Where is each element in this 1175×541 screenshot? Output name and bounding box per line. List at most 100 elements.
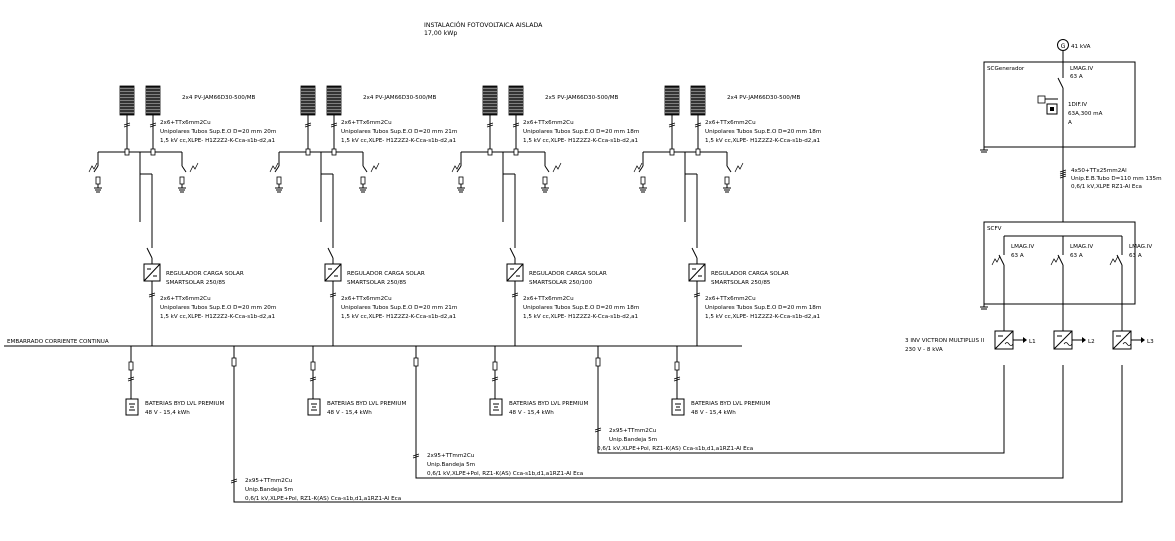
- scfv-panel: SCFV LMAG.IV 63 A LMAG.IV 63 A LMAG.IV: [980, 221, 1152, 331]
- regulator-cable-spec: 2x6+TTx6mm2Cu: [705, 296, 756, 302]
- generator-symbol: G: [1061, 43, 1066, 50]
- feeder-cable-spec: 2x95+TTmm2Cu: [245, 478, 293, 484]
- battery-bank-4: BATERIAS BYD LVL PREMIUM 48 V - 15,4 kWh: [671, 345, 770, 416]
- pv-string-3: 2x5 PV-JAM66D30-500/MB 2x6+TTx6mm2Cu Uni…: [451, 85, 639, 347]
- battery-label: BATERIAS BYD LVL PREMIUM: [691, 401, 770, 407]
- battery-label: BATERIAS BYD LVL PREMIUM: [509, 401, 588, 407]
- pv-cable-spec: 1,5 kV cc,XLPE- H1Z2Z2-K-Cca-s1b-d2,a1: [341, 138, 457, 144]
- pv-panel-label: 2x4 PV-JAM66D30-500/MB: [182, 95, 256, 101]
- regulator-model: SMARTSOLAR 250/85: [166, 280, 226, 286]
- phase-label: L1: [1029, 339, 1036, 345]
- feeder-cable-spec: Unip.Bandeja 5m: [427, 462, 475, 468]
- regulator-label: REGULADOR CARGA SOLAR: [529, 271, 607, 277]
- regulator-label: REGULADOR CARGA SOLAR: [711, 271, 789, 277]
- feeder-cable-spec: 0,6/1 kV,XLPE+Pol, RZ1-K(AS) Cca-s1b,d1,…: [597, 446, 753, 452]
- regulator-model: SMARTSOLAR 250/85: [347, 280, 407, 286]
- pv-panel-label: 2x4 PV-JAM66D30-500/MB: [727, 95, 801, 101]
- pv-cable-spec: 1,5 kV cc,XLPE- H1Z2Z2-K-Cca-s1b-d2,a1: [705, 138, 821, 144]
- feeder-l3: 2x95+TTmm2Cu Unip.Bandeja 5m 0,6/1 kV,XL…: [230, 346, 1123, 503]
- diagram-title: INSTALACIÓN FOTOVOLTAICA AISLADA: [424, 20, 543, 29]
- pv-cable-spec: 2x6+TTx6mm2Cu: [523, 120, 574, 126]
- battery-label: BATERIAS BYD LVL PREMIUM: [327, 401, 406, 407]
- scfv-breaker-l3: LMAG.IV 63 A: [1109, 236, 1152, 331]
- breaker-label: LMAG.IV: [1011, 244, 1034, 250]
- battery-bank-1: BATERIAS BYD LVL PREMIUM 48 V - 15,4 kWh: [125, 345, 224, 416]
- battery-bank-2: BATERIAS BYD LVL PREMIUM 48 V - 15,4 kWh: [307, 345, 406, 416]
- scfv-breaker-l1: LMAG.IV 63 A: [991, 236, 1034, 331]
- regulator-cable-spec: Unipolares Tubos Sup.E.O D=20 mm 18m: [705, 305, 821, 311]
- generator-rating: 41 kVA: [1071, 44, 1091, 50]
- battery-rating: 48 V - 15,4 kWh: [327, 410, 372, 416]
- pv-panel-label: 2x5 PV-JAM66D30-500/MB: [545, 95, 619, 101]
- regulator-label: REGULADOR CARGA SOLAR: [347, 271, 425, 277]
- regulator-cable-spec: 2x6+TTx6mm2Cu: [341, 296, 392, 302]
- phase-label: L2: [1088, 339, 1095, 345]
- battery-label: BATERIAS BYD LVL PREMIUM: [145, 401, 224, 407]
- pv-cable-spec: 1,5 kV cc,XLPE- H1Z2Z2-K-Cca-s1b-d2,a1: [160, 138, 276, 144]
- pv-string-2: 2x4 PV-JAM66D30-500/MB 2x6+TTx6mm2Cu Uni…: [269, 85, 457, 347]
- regulator-label: REGULADOR CARGA SOLAR: [166, 271, 244, 277]
- feeder-l1: 2x95+TTmm2Cu Unip.Bandeja 5m 0,6/1 kV,XL…: [594, 346, 1005, 454]
- battery-rating: 48 V - 15,4 kWh: [509, 410, 554, 416]
- pv-cable-spec: Unipolares Tubos Sup.E.O D=20 mm 18m: [523, 129, 639, 135]
- regulator-cable-spec: 1,5 kV cc,XLPE- H1Z2Z2-K-Cca-s1b-d2,a1: [523, 314, 639, 320]
- regulator-cable-spec: Unipolares Tubos Sup.E.O D=20 mm 21m: [341, 305, 457, 311]
- pv-cable-spec: 1,5 kV cc,XLPE- H1Z2Z2-K-Cca-s1b-d2,a1: [523, 138, 639, 144]
- feeder-cable-spec: 0,6/1 kV,XLPE+Pol, RZ1-K(AS) Cca-s1b,d1,…: [245, 496, 401, 502]
- feeder-cable-spec: Unip.Bandeja 5m: [245, 487, 293, 493]
- differential-class: A: [1068, 120, 1072, 126]
- inverter-rating: 230 V - 8 kVA: [905, 347, 943, 353]
- inverter-label: 3 INV VICTRON MULTIPLUS II: [905, 338, 984, 344]
- regulator-cable-spec: 2x6+TTx6mm2Cu: [523, 296, 574, 302]
- differential-rating: 63A,300 mA: [1068, 111, 1103, 117]
- pv-string-4: 2x4 PV-JAM66D30-500/MB 2x6+TTx6mm2Cu Uni…: [633, 85, 821, 347]
- feeder-cable-spec: 2x95+TTmm2Cu: [427, 453, 475, 459]
- breaker-label: LMAG.IV: [1129, 244, 1152, 250]
- regulator-model: SMARTSOLAR 250/100: [529, 280, 592, 286]
- regulator-cable-spec: Unipolares Tubos Sup.E.O D=20 mm 18m: [523, 305, 639, 311]
- generator-cable-spec: Unip.E.B.Tubo D=110 mm 135m: [1071, 176, 1162, 182]
- pv-cable-spec: Unipolares Tubos Sup.E.O D=20 mm 20m: [160, 129, 276, 135]
- busbar-label: EMBARRADO CORRIENTE CONTINUA: [7, 339, 109, 345]
- inverters: 3 INV VICTRON MULTIPLUS II 230 V - 8 kVA…: [905, 330, 1154, 353]
- inverter-l2: L2: [1053, 330, 1095, 350]
- generator-panel: SCGenerador LMAG.IV 63 A 1DIF.IV 63A,300…: [980, 61, 1136, 153]
- generator-breaker-rating: 63 A: [1070, 74, 1083, 80]
- battery-rating: 48 V - 15,4 kWh: [145, 410, 190, 416]
- generator-cable-spec: 4x50+TTx25mm2Al: [1071, 168, 1127, 174]
- feeder-cable-spec: Unip.Bandeja 5m: [609, 437, 657, 443]
- pv-string-1: 2x4 PV-JAM66D30-500/MB 2x6+TTx6mm2Cu Uni…: [88, 85, 276, 347]
- generator-cable: 4x50+TTx25mm2Al Unip.E.B.Tubo D=110 mm 1…: [1059, 147, 1162, 222]
- breaker-label: LMAG.IV: [1070, 244, 1093, 250]
- differential-label: 1DIF.IV: [1068, 102, 1087, 108]
- generator-breaker-label: LMAG.IV: [1070, 66, 1093, 72]
- regulator-cable-spec: 2x6+TTx6mm2Cu: [160, 296, 211, 302]
- regulator-model: SMARTSOLAR 250/85: [711, 280, 771, 286]
- pv-cable-spec: Unipolares Tubos Sup.E.O D=20 mm 21m: [341, 129, 457, 135]
- generator-panel-label: SCGenerador: [987, 66, 1025, 72]
- breaker-rating: 63 A: [1129, 253, 1142, 259]
- breaker-rating: 63 A: [1011, 253, 1024, 259]
- feeder-cable-spec: 0,6/1 kV,XLPE+Pol, RZ1-K(AS) Cca-s1b,d1,…: [427, 471, 583, 477]
- scfv-breaker-l2: LMAG.IV 63 A: [1050, 236, 1093, 331]
- inverter-l3: L3: [1112, 330, 1154, 350]
- pv-panel-label: 2x4 PV-JAM66D30-500/MB: [363, 95, 437, 101]
- battery-rating: 48 V - 15,4 kWh: [691, 410, 736, 416]
- regulator-cable-spec: 1,5 kV cc,XLPE- H1Z2Z2-K-Cca-s1b-d2,a1: [705, 314, 821, 320]
- regulator-cable-spec: 1,5 kV cc,XLPE- H1Z2Z2-K-Cca-s1b-d2,a1: [160, 314, 276, 320]
- pv-cable-spec: 2x6+TTx6mm2Cu: [160, 120, 211, 126]
- phase-label: L3: [1147, 339, 1154, 345]
- generator-cable-spec: 0,6/1 kV,XLPE RZ1-Al Eca: [1071, 184, 1142, 190]
- pv-cable-spec: Unipolares Tubos Sup.E.O D=20 mm 18m: [705, 129, 821, 135]
- scfv-panel-label: SCFV: [987, 226, 1002, 232]
- pv-cable-spec: 2x6+TTx6mm2Cu: [705, 120, 756, 126]
- feeder-l2: 2x95+TTmm2Cu Unip.Bandeja 5m 0,6/1 kV,XL…: [412, 346, 1064, 479]
- regulator-cable-spec: Unipolares Tubos Sup.E.O D=20 mm 20m: [160, 305, 276, 311]
- generator: G 41 kVA: [1057, 39, 1091, 62]
- diagram-subtitle: 17,00 kWp: [424, 30, 457, 37]
- feeder-cable-spec: 2x95+TTmm2Cu: [609, 428, 657, 434]
- breaker-rating: 63 A: [1070, 253, 1083, 259]
- regulator-cable-spec: 1,5 kV cc,XLPE- H1Z2Z2-K-Cca-s1b-d2,a1: [341, 314, 457, 320]
- battery-bank-3: BATERIAS BYD LVL PREMIUM 48 V - 15,4 kWh: [489, 345, 588, 416]
